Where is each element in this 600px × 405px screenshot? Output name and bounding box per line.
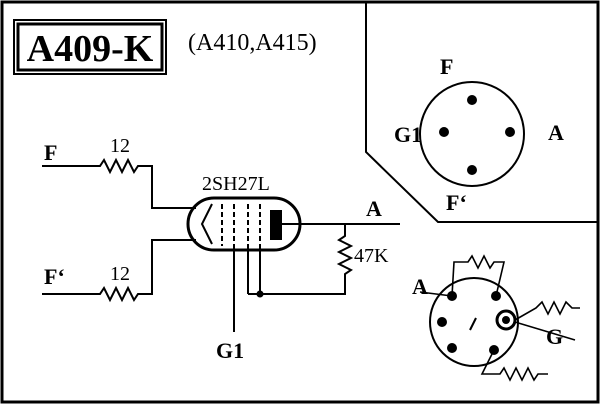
adapter-socket-view: A G [412,254,580,382]
pin-top-label: F [440,54,453,79]
socket-right-resistor [514,300,580,321]
filament-return-label: F‘ [44,264,65,289]
model-title: A409-K [27,28,154,70]
tube-anode-plate [270,210,282,240]
socket-anode-label: A [412,274,428,299]
tube-symbol: 2SH27L [186,173,302,252]
pin-bottom-dot [467,165,477,175]
title-box-inner [16,22,164,72]
tube-filament [200,203,213,245]
socket-grid-pin-core [502,316,510,324]
socket-pin-3 [437,317,447,327]
pin-left-dot [439,127,449,137]
socket-circle [429,277,519,367]
base-circle [419,81,525,187]
filament-return-resistor-value: 12 [110,263,130,285]
socket-top-resistor [451,254,506,297]
socket-bottom-resistor [480,349,548,382]
grid-label: G1 [216,338,244,363]
socket-g-lead [514,321,576,341]
filament-resistor-value: 12 [110,135,130,157]
anode-label: A [366,196,382,221]
pin-bottom-label: F‘ [446,190,467,215]
title-box-outer [13,19,167,75]
socket-pin-4 [447,343,457,353]
equivalents-subtitle: (A410,A415) [188,30,317,56]
socket-grid-label: G [546,324,563,349]
filament-return-wire [42,239,196,303]
pin-top-dot [467,95,477,105]
pin-right-label: A [548,120,564,145]
top-right-panel-divider [365,2,598,223]
pin-left-label: G1 [394,122,422,147]
tube-type-label: 2SH27L [202,173,270,195]
socket-key [469,317,477,331]
filament-label: F [44,140,57,165]
anode-resistor-value: 47K [354,245,389,267]
filament-wire [42,157,196,209]
socket-a-lead [419,291,453,297]
base-pin-view: F G1 A F‘ [394,54,564,215]
pin-right-dot [505,127,515,137]
anode-resistor [260,224,354,295]
